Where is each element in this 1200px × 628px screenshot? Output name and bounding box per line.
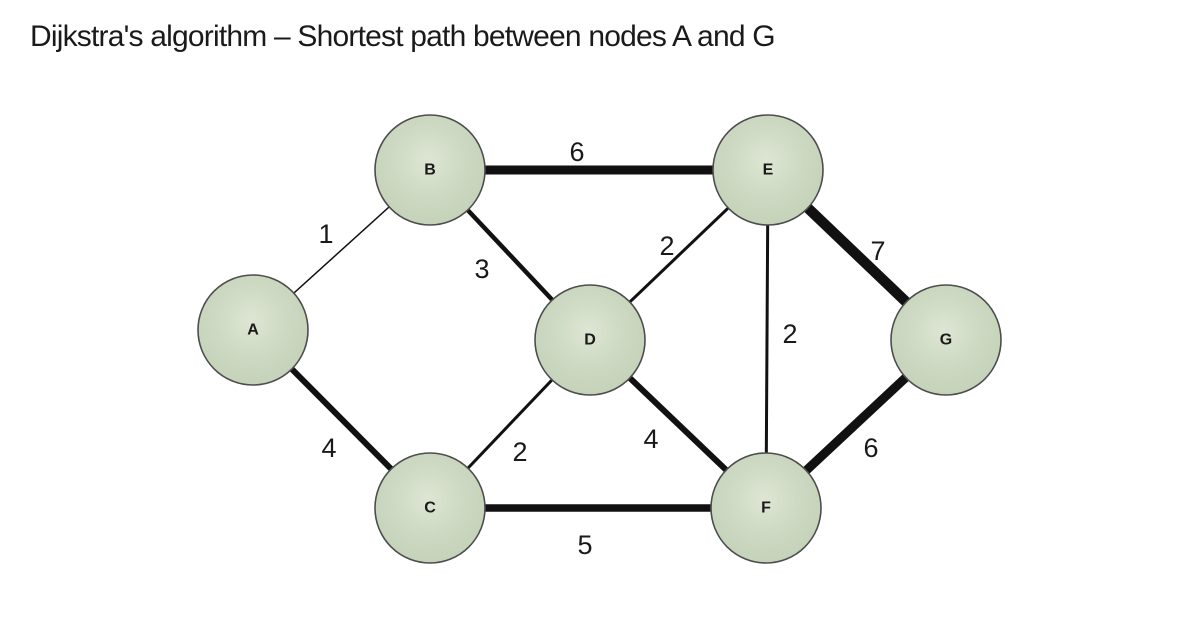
node-F: F: [710, 452, 822, 564]
node-C: C: [374, 452, 486, 564]
page-title: Dijkstra's algorithm – Shortest path bet…: [30, 20, 776, 53]
node-label-D: D: [584, 332, 596, 349]
edge-weight-label-CD: 2: [512, 437, 527, 467]
node-circle-G: [890, 284, 1002, 396]
edge-weight-label-EG: 7: [870, 236, 885, 266]
node-label-G: G: [940, 332, 952, 349]
edge-weight-label-AC: 4: [321, 433, 336, 463]
node-label-B: B: [424, 162, 436, 179]
node-circle-B: [374, 114, 486, 226]
edge-weight-label-FG: 6: [863, 433, 878, 463]
node-label-C: C: [424, 500, 436, 517]
node-label-E: E: [763, 162, 774, 179]
node-circle-A: [197, 274, 309, 386]
edge-labels-layer: 1 4 6 3 2 5 2 4 2 7 6: [318, 137, 885, 560]
node-D: D: [534, 284, 646, 396]
edge-weight-label-DF: 4: [643, 424, 658, 454]
edge-E-F: [764, 169, 770, 509]
edge-weight-label-EF: 2: [782, 319, 797, 349]
node-circle-F: [710, 452, 822, 564]
node-label-F: F: [761, 500, 771, 517]
edge-weight-label-DE: 2: [659, 231, 674, 261]
edge-weight-label-BD: 3: [474, 254, 489, 284]
node-label-A: A: [247, 322, 259, 339]
node-A: A: [197, 274, 309, 386]
edge-weight-label-AB: 1: [318, 219, 333, 249]
node-B: B: [374, 114, 486, 226]
nodes-layer: A B C D E F G: [197, 114, 1002, 564]
node-circle-D: [534, 284, 646, 396]
node-E: E: [712, 114, 824, 226]
node-G: G: [890, 284, 1002, 396]
node-circle-C: [374, 452, 486, 564]
node-circle-E: [712, 114, 824, 226]
edge-weight-label-CF: 5: [577, 530, 592, 560]
edge-weight-label-BE: 6: [569, 137, 584, 167]
